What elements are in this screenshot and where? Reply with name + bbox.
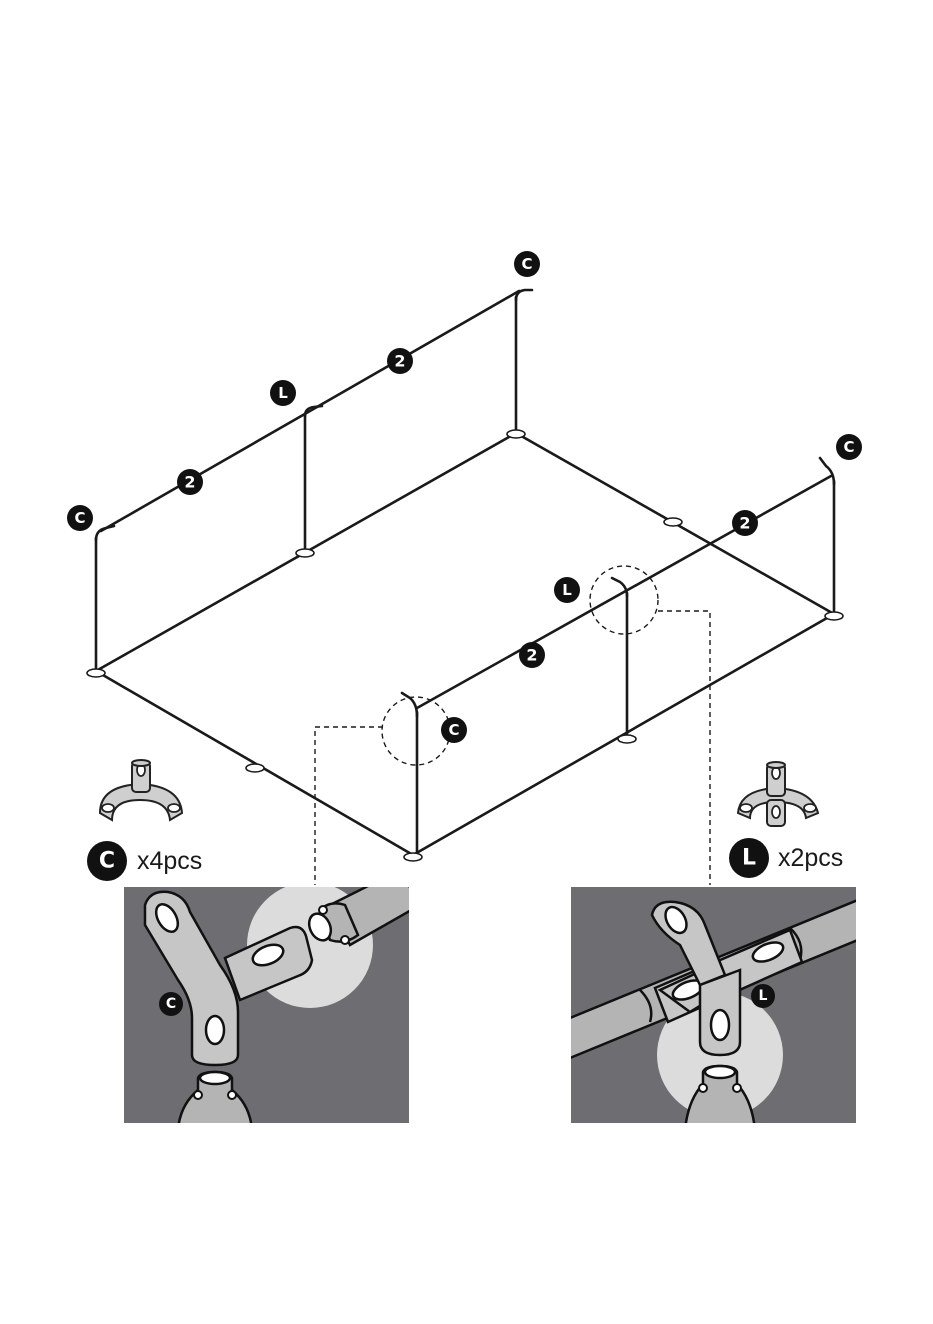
badge-pipe-front-right-text: 2 <box>739 514 750 533</box>
foot-back-right <box>507 430 525 438</box>
badge-c-back-left: C <box>67 505 93 531</box>
corner-connector-icon <box>100 760 182 820</box>
frame-top-front-rail <box>417 476 831 708</box>
badge-l-front-text: L <box>562 581 572 599</box>
badge-pipe-back-left-text: 2 <box>184 473 195 492</box>
corner-connector-letter: C <box>99 849 115 874</box>
foot-back-middle <box>296 549 314 557</box>
badge-pipe-back-left: 2 <box>177 469 203 495</box>
foot-right-middle <box>664 518 682 526</box>
badge-c-front-right-text: C <box>843 438 854 456</box>
badge-c-front-right: C <box>836 434 862 460</box>
foot-back-left <box>87 669 105 677</box>
badge-c-back-right-text: C <box>521 255 532 273</box>
corner-top-front-left <box>402 693 417 716</box>
corner-top-back-left <box>96 526 114 540</box>
side-connector-icon <box>738 762 818 826</box>
detail-callouts <box>315 566 710 885</box>
badge-pipe-front-left-text: 2 <box>526 646 537 665</box>
callout-line-side <box>658 611 710 885</box>
corner-top-back-right <box>516 290 532 300</box>
detail-corner-badge-text: C <box>166 996 176 1012</box>
badge-c-front-left: C <box>441 717 467 743</box>
frame-top-back-rail <box>101 291 519 531</box>
connector-top-back-middle <box>305 406 322 416</box>
side-connector-quantity: x2pcs <box>778 844 843 872</box>
badge-l-front: L <box>554 577 580 603</box>
corner-connector-count: C x4pcs <box>87 841 202 881</box>
badge-c-back-left-text: C <box>74 509 85 527</box>
foot-front-left <box>404 853 422 861</box>
callout-line-corner <box>315 727 383 885</box>
foot-left-middle <box>246 764 264 772</box>
pen-frame <box>87 290 843 861</box>
badge-pipe-back-right-text: 2 <box>394 352 405 371</box>
badge-c-back-right: C <box>514 251 540 277</box>
foot-front-right <box>825 612 843 620</box>
detail-side-badge-text: L <box>759 988 768 1004</box>
badge-pipe-back-right: 2 <box>387 348 413 374</box>
badge-pipe-front-right: 2 <box>732 510 758 536</box>
callout-circle-side <box>590 566 658 634</box>
side-connector-count: L x2pcs <box>729 838 843 878</box>
detail-panel-side: L <box>565 887 870 1130</box>
frame-badges: C C C C L L 2 2 <box>67 251 862 743</box>
detail-panel-corner: C <box>124 870 420 1130</box>
badge-pipe-front-left: 2 <box>519 642 545 668</box>
foot-front-middle <box>618 735 636 743</box>
side-connector-letter: L <box>742 846 756 871</box>
badge-l-back-text: L <box>278 384 288 402</box>
badge-c-front-left-text: C <box>448 721 459 739</box>
corner-connector-quantity: x4pcs <box>137 847 202 875</box>
badge-l-back: L <box>270 380 296 406</box>
